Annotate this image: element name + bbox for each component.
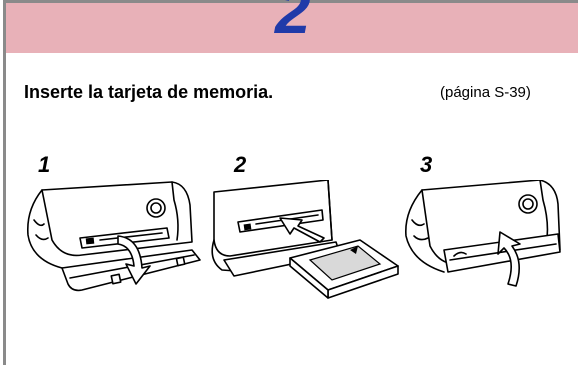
open-card-slot-cover-illustration xyxy=(26,181,201,292)
close-card-slot-cover-illustration xyxy=(405,180,561,287)
substep-1-number: 1 xyxy=(38,152,51,177)
step-number: 2 xyxy=(275,0,311,47)
step-header-band: 2 xyxy=(6,0,578,53)
insert-memory-card-illustration xyxy=(211,180,399,299)
page-frame xyxy=(3,0,578,365)
substep-2-number: 2 xyxy=(234,152,247,177)
page-reference: (página S-39) xyxy=(440,84,531,101)
substep-3-number: 3 xyxy=(420,152,433,177)
instruction-text: Inserte la tarjeta de memoria. xyxy=(24,82,274,102)
